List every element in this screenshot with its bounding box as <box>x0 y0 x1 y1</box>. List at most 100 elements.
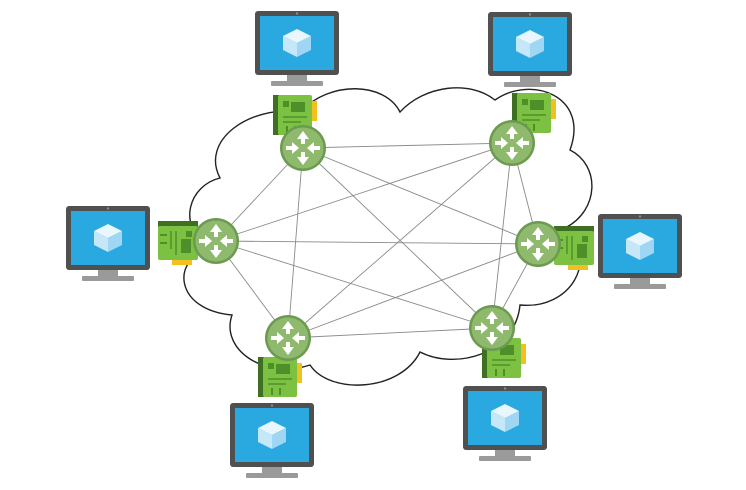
mesh-link <box>302 147 493 329</box>
network-node-left <box>66 206 239 281</box>
arrow-down-icon <box>210 245 222 258</box>
arrow-up-icon <box>532 227 544 240</box>
monitor-neck <box>630 276 650 286</box>
router-body <box>491 122 533 164</box>
nic-chip <box>181 239 191 253</box>
router-body <box>471 307 513 349</box>
monitor-neck <box>98 268 118 278</box>
arrow-down-icon <box>282 342 294 355</box>
monitor-camera <box>503 387 507 390</box>
mesh-link <box>215 240 539 245</box>
nic-connector <box>521 344 526 364</box>
computer-icon <box>230 403 314 478</box>
router-body <box>195 220 237 262</box>
router-icon <box>469 305 515 351</box>
arrow-up-icon <box>297 131 309 144</box>
nic-small-chip <box>186 231 192 237</box>
router-body <box>267 317 309 359</box>
nic-small-chip <box>582 236 588 242</box>
network-node-bottom-left <box>230 315 314 478</box>
nic-bracket <box>482 338 488 378</box>
router-icon <box>489 120 535 166</box>
arrow-right-in-icon <box>307 142 320 154</box>
nic-chip <box>291 102 305 112</box>
arrow-left-in-icon <box>199 235 212 247</box>
nic-connector <box>551 99 556 119</box>
network-node-right <box>515 214 682 289</box>
monitor-neck <box>520 74 540 84</box>
nic-connector <box>568 265 588 270</box>
nic-chip <box>500 345 514 355</box>
mesh-link <box>215 240 493 329</box>
nic-small-chip <box>522 99 528 105</box>
router-body <box>517 223 559 265</box>
monitor-base <box>246 473 298 478</box>
mesh-nodes <box>66 11 682 478</box>
nic-small-chip <box>268 363 274 369</box>
router-icon <box>265 315 311 361</box>
network-node-top-right <box>488 12 572 166</box>
monitor-camera <box>528 13 532 16</box>
arrow-left-in-icon <box>271 332 284 344</box>
network-card-icon <box>158 221 198 265</box>
nic-small-chip <box>283 101 289 107</box>
arrow-left-in-icon <box>495 137 508 149</box>
arrow-down-icon <box>506 147 518 160</box>
nic-connector <box>172 260 192 265</box>
mesh-link <box>287 147 304 339</box>
monitor-neck <box>287 73 307 83</box>
mesh-link <box>491 142 513 329</box>
monitor-base <box>271 81 323 86</box>
arrow-down-icon <box>532 248 544 261</box>
monitor-base <box>504 82 556 87</box>
arrow-right-in-icon <box>516 137 529 149</box>
nic-bracket <box>554 226 594 232</box>
cube-icon <box>516 30 544 58</box>
monitor-base <box>614 284 666 289</box>
mesh-link <box>287 142 513 339</box>
arrow-left-in-icon <box>521 238 534 250</box>
nic-chip <box>530 100 544 110</box>
arrow-up-icon <box>506 126 518 139</box>
monitor-neck <box>495 448 515 458</box>
nic-connector <box>312 101 317 121</box>
network-card-icon <box>258 357 302 397</box>
cube-icon <box>283 29 311 57</box>
network-card-icon <box>273 95 317 135</box>
arrow-right-in-icon <box>292 332 305 344</box>
computer-icon <box>598 214 682 289</box>
mesh-link <box>302 142 513 149</box>
mesh-link <box>287 243 539 339</box>
arrow-right-in-icon <box>220 235 233 247</box>
computer-icon <box>66 206 150 281</box>
monitor-base <box>479 456 531 461</box>
monitor-base <box>82 276 134 281</box>
arrow-left-in-icon <box>286 142 299 154</box>
nic-bracket <box>512 93 518 133</box>
monitor-camera <box>270 404 274 407</box>
arrow-right-in-icon <box>496 322 509 334</box>
network-card-icon <box>512 93 556 133</box>
network-node-bottom-right <box>463 305 547 461</box>
arrow-down-icon <box>486 332 498 345</box>
arrow-right-in-icon <box>542 238 555 250</box>
nic-connector <box>297 363 302 383</box>
monitor-camera <box>295 12 299 15</box>
cube-icon <box>491 404 519 432</box>
monitor-neck <box>262 465 282 475</box>
arrow-up-icon <box>486 311 498 324</box>
nic-bracket <box>273 95 279 135</box>
arrow-up-icon <box>210 224 222 237</box>
cube-icon <box>94 224 122 252</box>
cube-icon <box>258 421 286 449</box>
arrow-down-icon <box>297 152 309 165</box>
monitor-camera <box>638 215 642 218</box>
mesh-link <box>287 327 493 339</box>
mesh-link <box>215 142 513 242</box>
computer-icon <box>488 12 572 87</box>
network-node-top-left <box>255 11 339 171</box>
nic-chip <box>577 244 587 258</box>
monitor-camera <box>106 207 110 210</box>
